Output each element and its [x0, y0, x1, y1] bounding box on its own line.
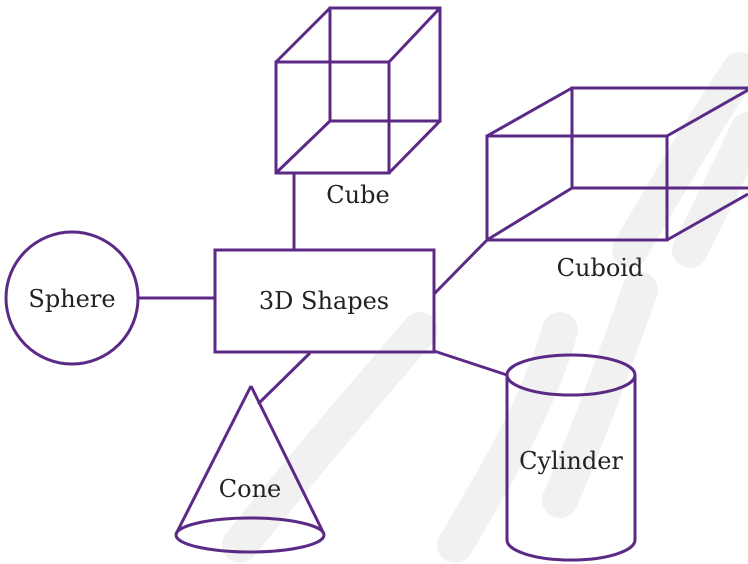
- watermark: [222, 52, 748, 563]
- cone-base: [174, 516, 326, 554]
- cylinder-shape: Cylinder: [505, 353, 637, 562]
- sphere-label: Sphere: [28, 285, 115, 313]
- cone-shape: Cone: [174, 385, 326, 554]
- center-box: [213, 248, 436, 354]
- connectors: [138, 173, 508, 406]
- cylinder-bottom: [505, 539, 637, 562]
- cone-label: Cone: [219, 475, 281, 503]
- cube-front-face: [274, 60, 391, 175]
- cube-back-face: [328, 6, 442, 123]
- cube-shape: Cube: [274, 6, 442, 209]
- connector-cylinder: [433, 349, 508, 377]
- connector-cuboid: [432, 238, 489, 296]
- cylinder-label: Cylinder: [519, 447, 623, 475]
- sphere-shape: Sphere: [4, 230, 140, 366]
- center-label: 3D Shapes: [259, 287, 389, 315]
- cuboid-shape: Cuboid: [485, 86, 748, 282]
- cuboid-label: Cuboid: [557, 254, 644, 282]
- cuboid-back-face: [570, 86, 748, 190]
- sphere-outline: [4, 230, 140, 366]
- connector-cone: [256, 351, 312, 406]
- center-node: 3D Shapes: [213, 248, 436, 354]
- cube-label: Cube: [326, 181, 389, 209]
